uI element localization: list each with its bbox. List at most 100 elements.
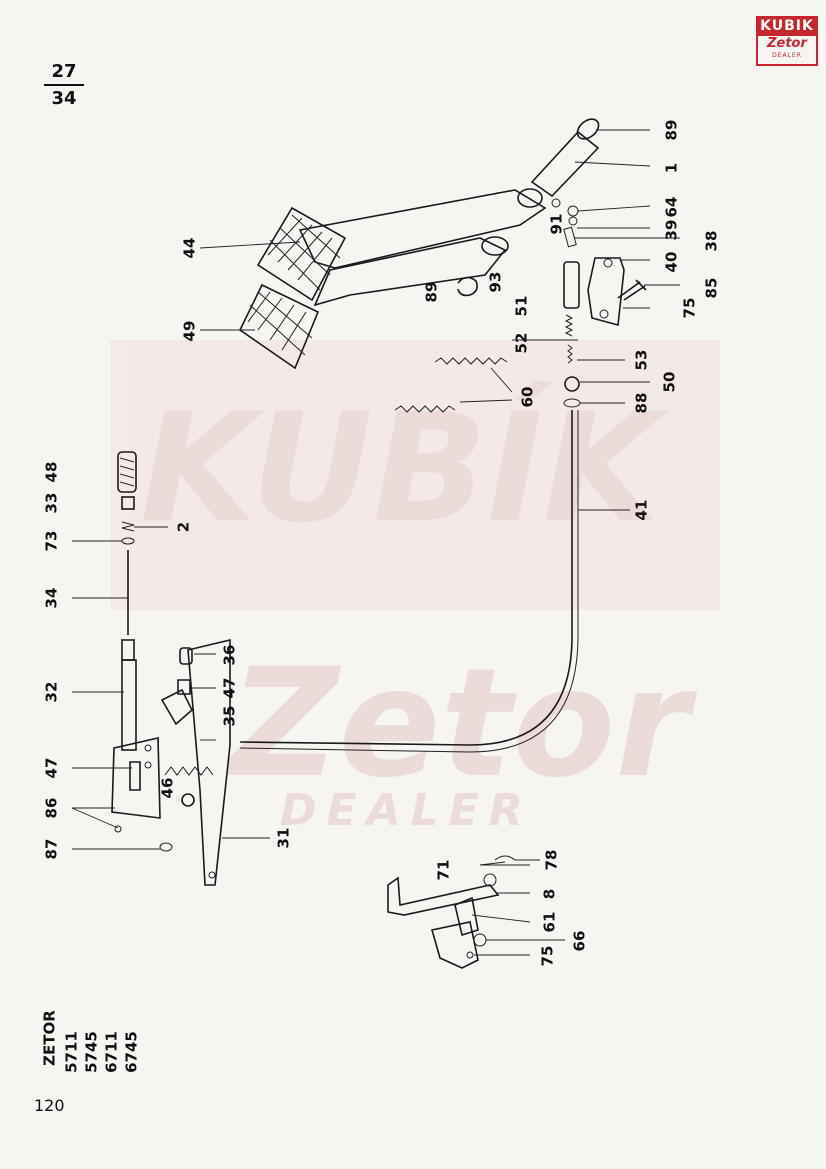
clip-78 [494,855,516,861]
callout-38: 38 [703,231,721,252]
spring-60b [394,405,456,413]
bolt-47b [129,761,141,791]
callout-73: 73 [43,531,61,552]
callout-91: 91 [548,214,566,235]
grip-48 [117,451,137,493]
pedal-arm-lower [313,237,507,307]
spring-60a [434,357,508,365]
callout-75-b: 75 [539,946,557,967]
callout-50: 50 [661,372,679,393]
page-code-bottom: 34 [51,88,77,109]
leader-lines [71,129,680,956]
callout-labels: 89 1 64 91 39 38 44 40 89 93 51 85 75 49… [43,120,721,967]
watermark-sub: Zetor [226,637,697,811]
part-64a [567,205,579,217]
callout-36: 36 [221,645,239,666]
callout-85: 85 [703,278,721,299]
knob-33 [121,496,135,510]
pin-86 [114,825,122,833]
watermark: KUBÍK Zetor DEALER [110,340,720,836]
callout-75: 75 [681,298,699,319]
callout-53: 53 [633,350,651,371]
callout-89: 89 [663,120,681,141]
callout-33: 33 [43,493,61,514]
callout-31: 31 [275,828,293,849]
callout-39: 39 [663,220,681,241]
page-number: 120 [34,1096,65,1115]
callout-93: 93 [487,272,505,293]
pedal-shaft [530,130,600,198]
callout-66: 66 [571,931,589,952]
watermark-brand: KUBÍK [140,381,669,556]
callout-49: 49 [181,321,199,342]
callout-2: 2 [175,522,193,532]
model-list: ZETOR 5711 5745 6711 6745 [41,1010,141,1073]
spring-52 [564,314,574,337]
logo-dealer: DEALER [772,52,802,59]
spring-2 [121,521,135,532]
watermark-dealer: DEALER [280,785,533,836]
logo-sub: Zetor [767,36,807,51]
pawl-35 [160,688,193,726]
pin-38 [563,226,577,248]
callout-52: 52 [513,333,531,354]
callout-89-b: 89 [423,282,441,303]
callout-51: 51 [513,296,531,317]
pin-36 [179,647,193,665]
spring-53 [567,344,573,364]
lever-bracket [111,737,161,819]
page-code: 27 34 [44,60,84,112]
model-1: 5711 [63,1031,81,1073]
cable-41 [239,410,573,746]
model-brand: ZETOR [41,1010,59,1066]
model-2: 5745 [83,1031,101,1073]
lever-tube-32 [121,659,137,751]
callout-47: 47 [221,678,239,699]
callout-78: 78 [543,850,561,871]
small-pedal-assembly [387,855,516,969]
callout-35: 35 [221,706,239,727]
clip-87 [159,842,173,852]
callout-64: 64 [663,197,681,218]
callout-8: 8 [541,889,559,899]
hand-lever-assembly [111,451,231,886]
logo-brand: KUBIK [756,16,818,36]
nut-50 [564,376,580,392]
callout-87: 87 [43,839,61,860]
arm-bushing-upper [517,188,543,208]
arm-bushing-lower [481,236,509,256]
callout-60: 60 [519,387,537,408]
bolt-85 [617,279,647,301]
pedal-pad-upper [256,206,347,302]
ratchet-teeth [164,766,214,776]
callout-40: 40 [663,252,681,273]
callout-34: 34 [43,588,61,609]
callout-86: 86 [43,798,61,819]
page-code-top: 27 [44,60,84,86]
part-64b [568,216,578,226]
part-91 [551,198,561,208]
pedal-pad-lower [238,283,320,370]
pin-46 [181,793,195,807]
pin-61 [454,896,479,937]
callout-1: 1 [663,163,681,173]
shaft-ring [576,118,600,140]
sleeve-51 [563,261,580,309]
pedal-arm-upper [298,189,547,269]
callout-71: 71 [435,860,453,881]
model-4: 6745 [123,1031,141,1073]
dealer-logo: KUBIK Zetor DEALER [756,16,818,68]
bracket-40 [587,257,625,327]
callout-48: 48 [43,462,61,483]
model-3: 6711 [103,1031,121,1073]
bracket-66 [430,921,479,969]
callout-47-b: 47 [43,758,61,779]
callout-41: 41 [633,500,651,521]
callout-44: 44 [181,238,199,259]
pin-71 [479,861,506,866]
pin-47a [177,679,191,695]
callout-46: 46 [159,778,177,799]
clip-89-lower [457,276,478,297]
pedal-assembly [238,118,647,413]
